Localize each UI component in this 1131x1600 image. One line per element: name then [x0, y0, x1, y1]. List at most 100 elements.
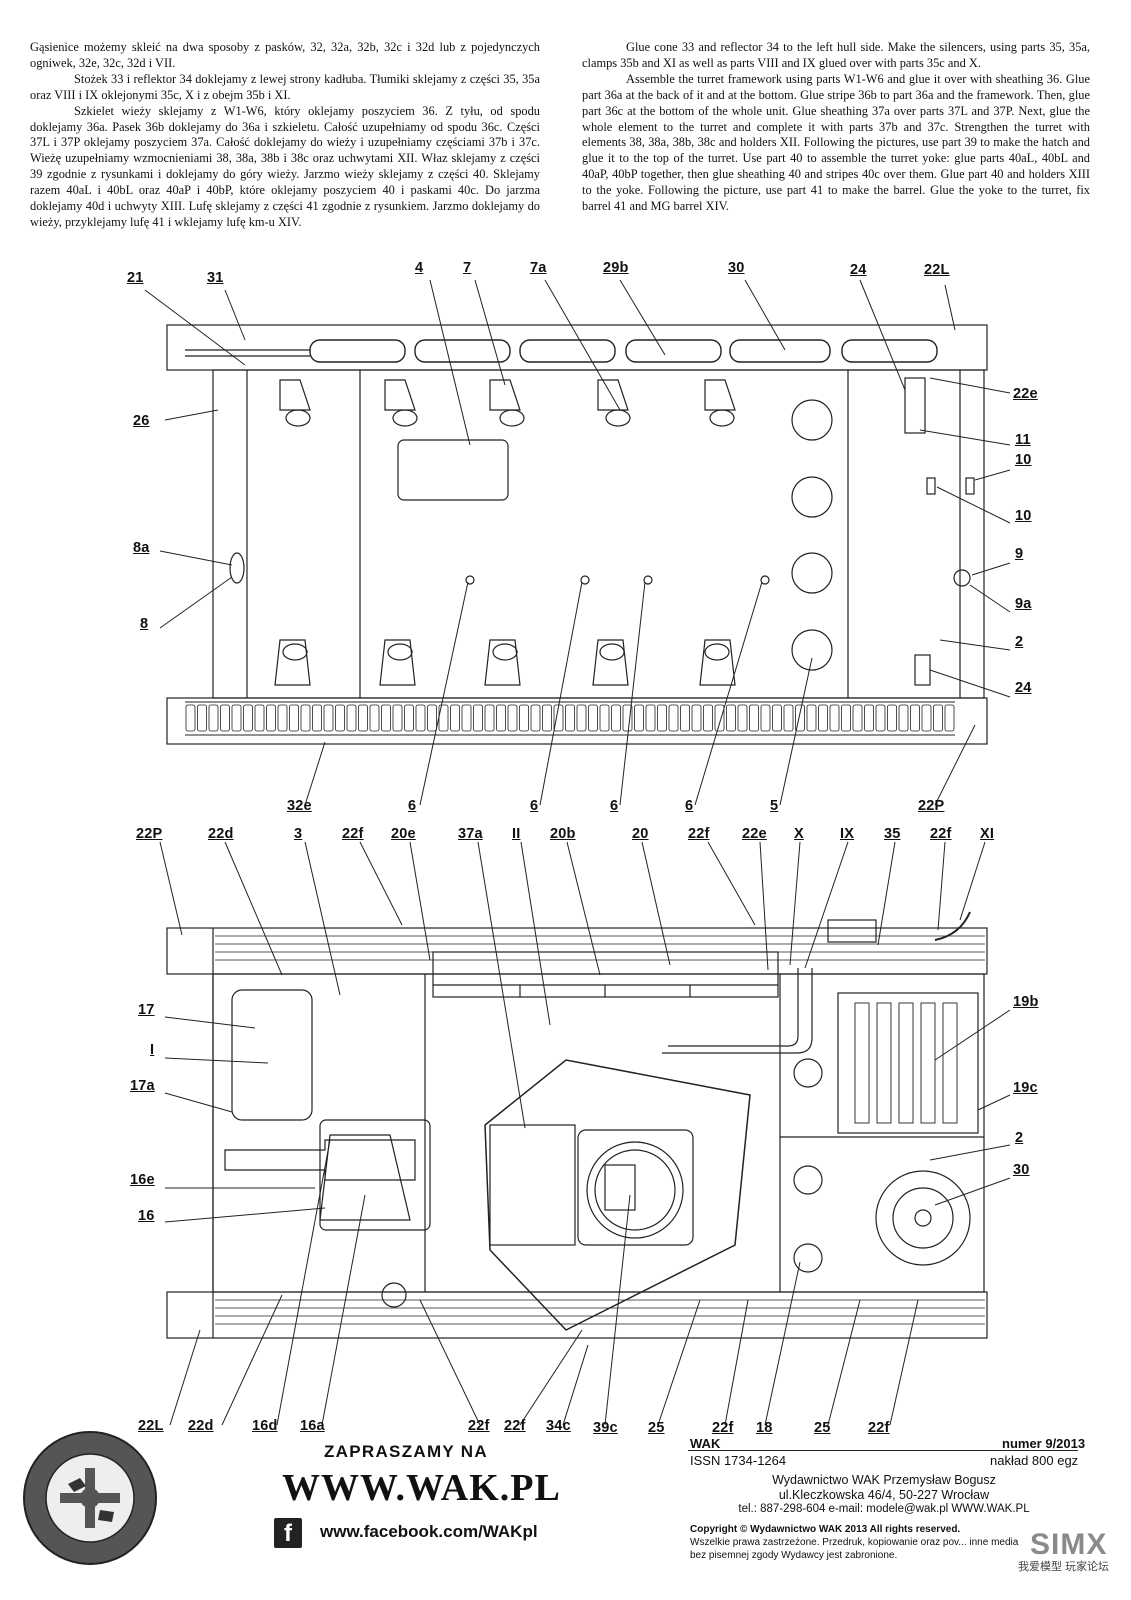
pl-paragraph-3: Szkielet wieży sklejamy z W1-W6, który o… — [30, 103, 540, 229]
callout-22f-b: 22f — [688, 826, 710, 842]
track-link — [749, 704, 759, 732]
callout-37a: 37a — [458, 826, 483, 842]
track-link — [519, 704, 529, 732]
callout-18: 18 — [756, 1420, 773, 1436]
track-link — [530, 704, 541, 732]
callout-10b: 10 — [1015, 508, 1032, 524]
track-link — [921, 704, 932, 732]
track-link — [576, 704, 587, 732]
en-paragraph-1: Glue cone 33 and reflector 34 to the lef… — [582, 40, 1090, 70]
track-link — [864, 704, 874, 732]
track-link — [737, 704, 748, 732]
callout-7: 7 — [463, 260, 472, 276]
track-link — [611, 704, 621, 732]
facebook-link[interactable]: www.facebook.com/WAKpl — [320, 1522, 538, 1541]
track-link — [542, 704, 552, 732]
konradus-seal-icon — [23, 1431, 157, 1565]
polish-instructions: Gąsienice możemy skleić na dwa sposoby z… — [30, 40, 540, 231]
callout-22d: 22d — [208, 826, 234, 842]
callout-22f-d: 22f — [468, 1418, 490, 1434]
imprint-copyright: Copyright © Wydawnictwo WAK 2013 All rig… — [690, 1524, 961, 1535]
track-link — [381, 704, 391, 732]
facebook-icon[interactable]: f — [274, 1518, 302, 1548]
callout-34c: 34c — [546, 1418, 571, 1434]
callout-31: 31 — [207, 270, 224, 286]
callout-39c: 39c — [593, 1420, 618, 1436]
callout-16e: 16e — [130, 1172, 155, 1188]
imprint-issn: ISSN 1734-1264 — [690, 1453, 787, 1468]
callout-22f-e: 22f — [504, 1418, 526, 1434]
imprint-contact: tel.: 887-298-604 e-mail: modele@wak.pl … — [738, 1503, 1030, 1515]
track-link — [818, 704, 828, 732]
callout-35: 35 — [884, 826, 901, 842]
track-link — [277, 704, 288, 732]
track-link — [760, 704, 771, 732]
track-link — [415, 704, 426, 732]
track-link — [392, 704, 403, 732]
callout-6c: 6 — [610, 798, 619, 814]
invite-text: ZAPRASZAMY NA — [324, 1442, 488, 1461]
callout-2: 2 — [1015, 634, 1024, 650]
callout-22P: 22P — [918, 798, 945, 814]
callout-22f-c: 22f — [930, 826, 952, 842]
callout-22f-a: 22f — [342, 826, 364, 842]
callout-11: 11 — [1015, 432, 1031, 448]
imprint-issue: numer 9/2013 — [1002, 1436, 1086, 1451]
callout-22d-b: 22d — [188, 1418, 214, 1434]
track-link — [450, 704, 460, 732]
callout-17a: 17a — [130, 1078, 155, 1094]
hull-bottom-view — [166, 324, 988, 745]
english-instructions: Glue cone 33 and reflector 34 to the lef… — [582, 40, 1090, 215]
track-link — [335, 704, 345, 732]
imprint-divider — [688, 1450, 1078, 1451]
track-link — [358, 704, 368, 732]
callout-17: 17 — [138, 1002, 155, 1018]
imprint-print-run: nakład 800 egz — [990, 1453, 1079, 1468]
track-link — [231, 704, 242, 732]
track-link — [875, 704, 886, 732]
watermark-sub: 我爱模型 玩家论坛 — [1018, 1561, 1110, 1573]
callout-24b: 24 — [1015, 680, 1032, 696]
callout-8a: 8a — [133, 540, 150, 556]
callout-X: X — [794, 826, 804, 842]
callout-9a: 9a — [1015, 596, 1032, 612]
track-link — [726, 704, 736, 732]
callout-24: 24 — [850, 262, 867, 278]
track-link — [898, 704, 909, 732]
track-link — [588, 704, 598, 732]
callout-20: 20 — [632, 826, 649, 842]
en-paragraph-2: Assemble the turret framework using part… — [582, 71, 1090, 214]
track-link — [829, 704, 840, 732]
callout-25-a: 25 — [648, 1420, 665, 1436]
track-link — [783, 704, 794, 732]
track-link — [599, 704, 610, 732]
callout-II: II — [512, 826, 521, 842]
callout-26: 26 — [133, 413, 150, 429]
track-link — [622, 704, 633, 732]
website-link[interactable]: WWW.WAK.PL — [282, 1467, 561, 1509]
track-link — [634, 704, 644, 732]
pl-paragraph-1: Gąsienice możemy skleić na dwa sposoby z… — [30, 40, 540, 70]
callout-22e: 22e — [1013, 386, 1038, 402]
hull-top-view — [166, 911, 988, 1339]
track-link — [243, 704, 253, 732]
callout-19b: 19b — [1013, 994, 1039, 1010]
callout-22f-f: 22f — [712, 1420, 734, 1436]
track-link — [323, 704, 334, 732]
callout-2-b: 2 — [1015, 1130, 1024, 1146]
callout-IX: IX — [840, 826, 855, 842]
callout-6b: 6 — [530, 798, 539, 814]
callout-9: 9 — [1015, 546, 1024, 562]
track-link — [910, 704, 920, 732]
callout-10a: 10 — [1015, 452, 1032, 468]
track-link — [220, 704, 230, 732]
callout-XI: XI — [980, 826, 995, 842]
track-link — [887, 704, 897, 732]
track-link — [266, 704, 276, 732]
callout-16a: 16a — [300, 1418, 325, 1434]
callout-I: I — [150, 1042, 155, 1058]
callout-19c: 19c — [1013, 1080, 1038, 1096]
callout-22L: 22L — [924, 262, 950, 278]
callout-22L-b: 22L — [138, 1418, 164, 1434]
